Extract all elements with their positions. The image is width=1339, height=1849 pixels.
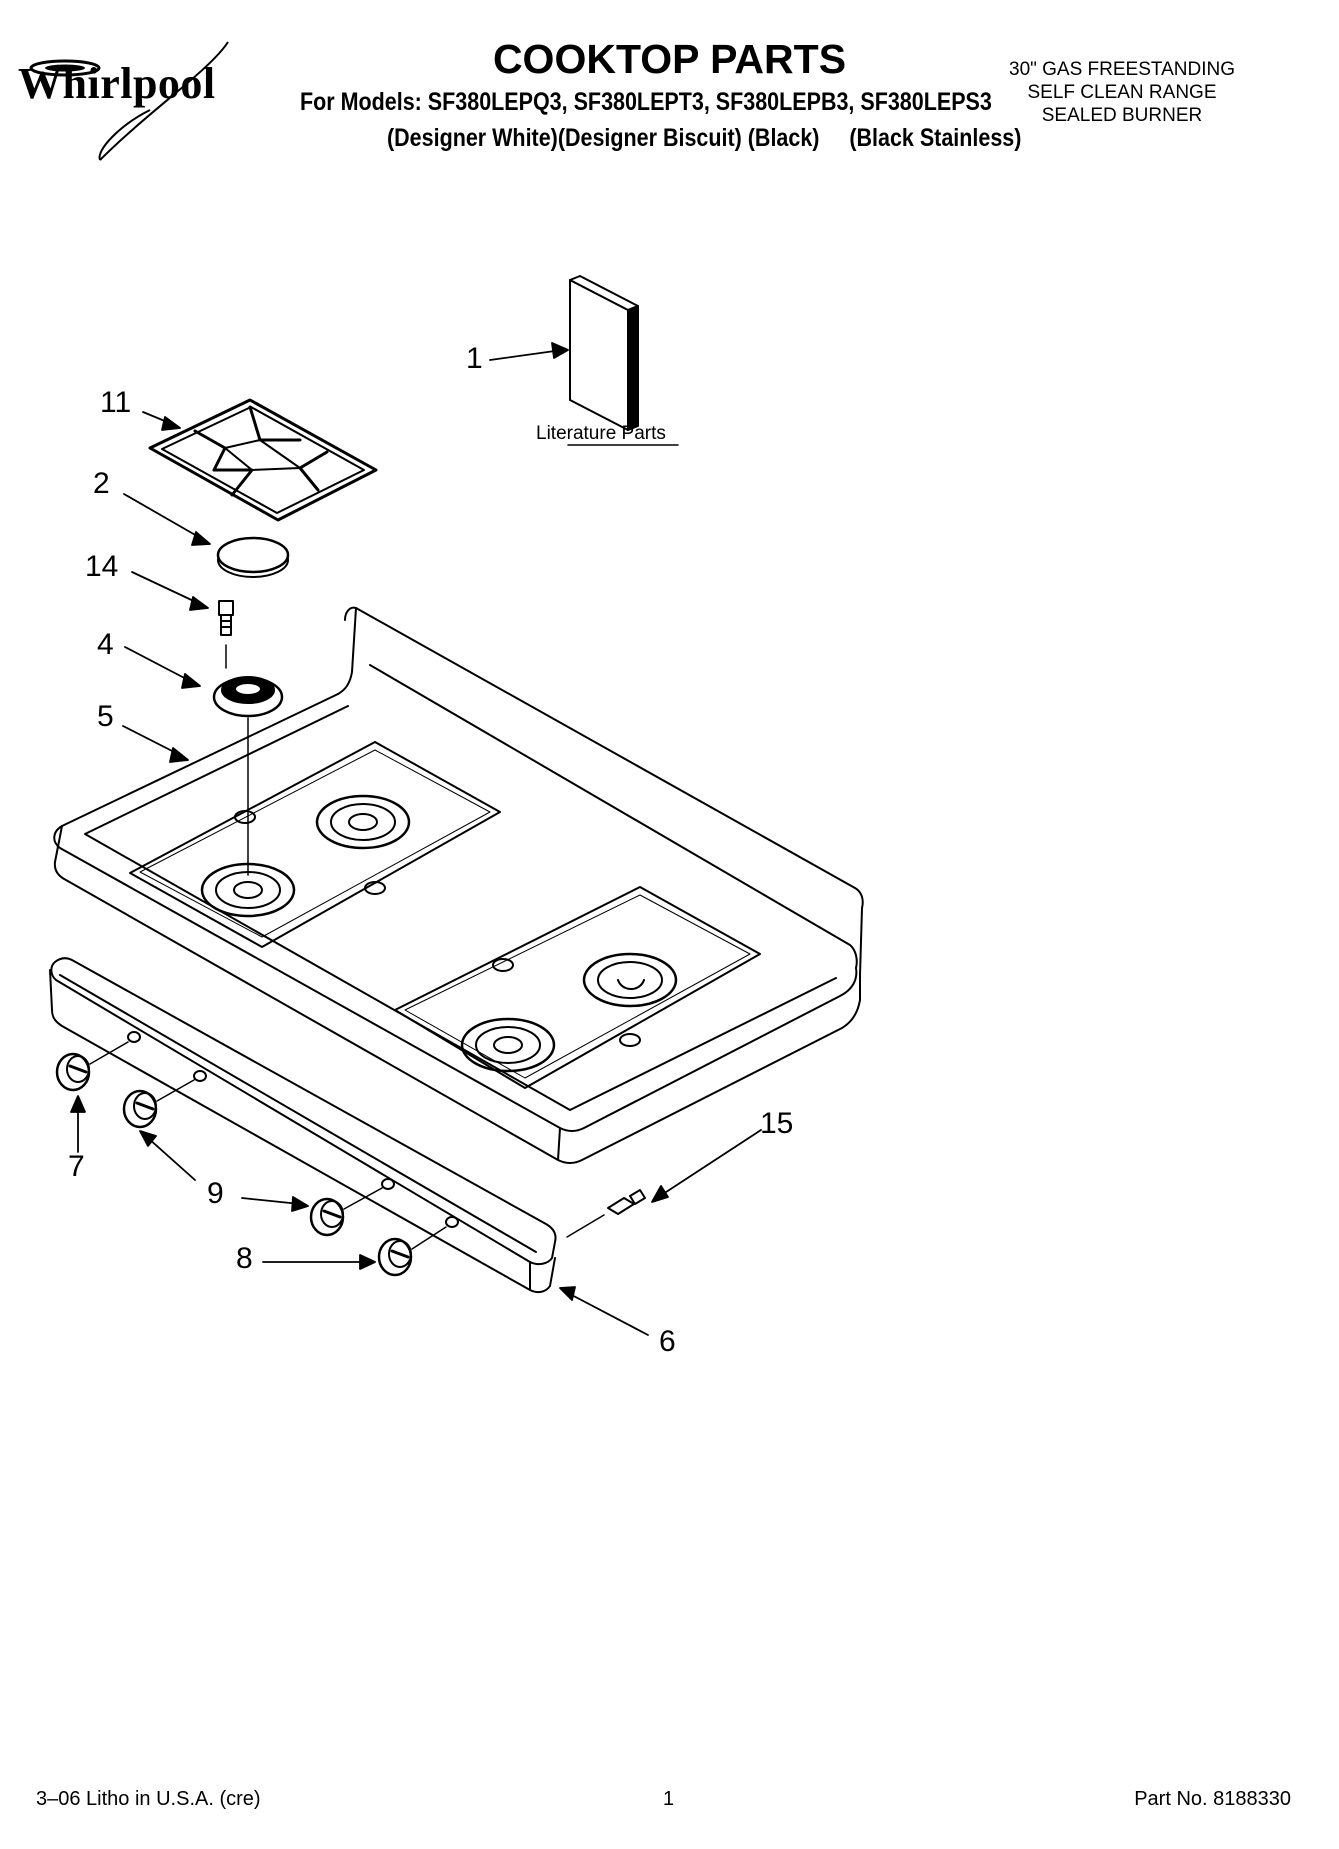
- burner-grate: [148, 398, 378, 522]
- part-number: Part No. 8188330: [1134, 1788, 1291, 1810]
- product-spec: 30" GAS FREESTANDING SELF CLEAN RANGE SE…: [957, 58, 1287, 127]
- control-panel: [49, 957, 557, 1294]
- control-knob-9-left: [122, 1079, 195, 1129]
- screw: [218, 600, 234, 669]
- control-knob-7: [55, 1041, 129, 1092]
- literature-parts-label: Literature Parts: [536, 423, 666, 444]
- print-info: 3–06 Litho in U.S.A. (cre): [36, 1788, 261, 1810]
- callout-15: 15: [760, 1107, 794, 1140]
- callout-4: 4: [97, 628, 114, 661]
- cooktop: [53, 606, 864, 1164]
- callout-1: 1: [466, 342, 483, 375]
- callout-7: 7: [68, 1150, 85, 1183]
- page-title: COOKTOP PARTS: [492, 36, 847, 82]
- page-number: 1: [663, 1788, 675, 1810]
- spec-line: SEALED BURNER: [1041, 105, 1203, 126]
- literature-parts: [567, 275, 679, 446]
- callout-8: 8: [236, 1242, 253, 1275]
- whirlpool-swirl-icon: [29, 41, 229, 161]
- callout-2: 2: [93, 467, 110, 500]
- whirlpool-logo: [0, 0, 260, 170]
- spec-line: 30" GAS FREESTANDING: [1009, 59, 1235, 80]
- panel-screw: [566, 1189, 646, 1238]
- control-knob-9-right: [309, 1187, 383, 1237]
- burner-cap: [216, 536, 290, 578]
- model-list: For Models: SF380LEPQ3, SF380LEPT3, SF38…: [300, 88, 992, 116]
- callout-9-right: 9: [207, 1177, 224, 1210]
- leader-arrows: [70, 342, 762, 1336]
- callout-6: 6: [659, 1325, 676, 1358]
- callout-11: 11: [100, 386, 132, 419]
- callout-5: 5: [97, 700, 114, 733]
- finish-list: (Designer White)(Designer Biscuit) (Blac…: [387, 124, 1022, 152]
- burner-head: [212, 676, 284, 876]
- spec-line: SELF CLEAN RANGE: [1027, 82, 1217, 103]
- brand-wordmark: Whirlpool: [18, 59, 216, 108]
- callout-14: 14: [85, 550, 119, 583]
- control-knob-8: [377, 1226, 447, 1277]
